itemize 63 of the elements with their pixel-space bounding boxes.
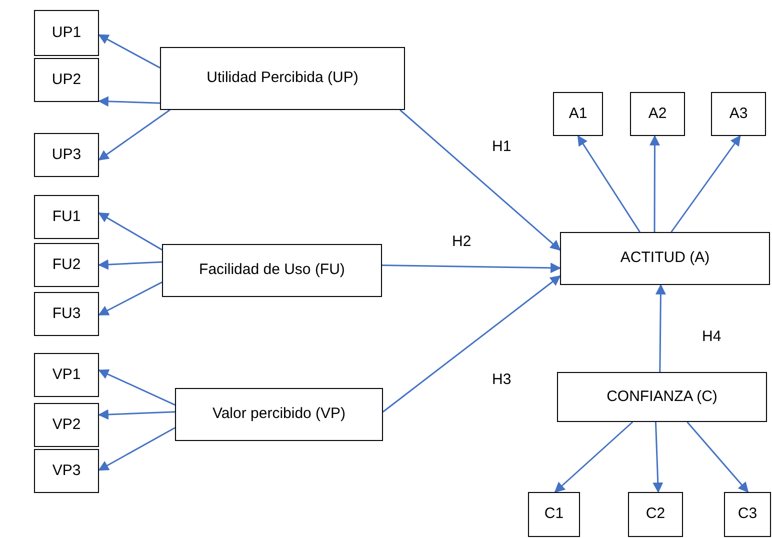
construct-box (34, 58, 99, 102)
arrow (400, 109, 561, 251)
edge-label: H1 (490, 139, 514, 154)
construct-box (560, 232, 770, 285)
arrow (98, 109, 170, 160)
node-text: FU3 (52, 304, 81, 324)
construct-box (160, 47, 405, 110)
construct-box (528, 492, 580, 537)
arrow (577, 135, 640, 232)
construct-box (628, 492, 683, 537)
arrow (686, 422, 749, 493)
construct-box (34, 195, 99, 239)
node-text: Valor percibido (VP) (212, 405, 346, 424)
node-text: VP2 (52, 416, 81, 434)
arrow (98, 259, 162, 270)
arrow (554, 421, 634, 493)
node-text: VP3 (52, 462, 81, 480)
node-text: A2 (648, 104, 667, 124)
node-text: CONFIANZA (C) (606, 388, 718, 406)
arrow (98, 34, 160, 68)
construct-box (630, 92, 685, 136)
node-text: Facilidad de Uso (FU) (199, 261, 345, 280)
arrow (382, 275, 561, 412)
arrow (98, 282, 162, 316)
arrow (670, 135, 741, 232)
edge-label: H4 (700, 329, 724, 344)
construct-box (162, 244, 382, 297)
node-text: C2 (646, 505, 666, 524)
node-text: UP3 (52, 146, 82, 164)
construct-box (34, 353, 99, 397)
node-text: FU1 (52, 208, 81, 226)
arrow (98, 212, 162, 250)
construct-box (175, 388, 383, 441)
construct-box (34, 449, 99, 493)
node-text: VP1 (52, 366, 81, 384)
node-text: FU2 (52, 256, 81, 274)
arrow (649, 134, 660, 232)
node-text: Utilidad Percibida (UP) (206, 69, 358, 88)
node-text: A1 (568, 104, 588, 124)
arrow (98, 369, 176, 406)
arrow (655, 284, 666, 372)
construct-box (34, 292, 99, 336)
construct-box (553, 92, 603, 136)
construct-box (34, 10, 99, 56)
arrow (652, 422, 664, 494)
edge-label: H2 (450, 234, 474, 249)
construct-box (724, 492, 771, 537)
construct-box (557, 372, 767, 422)
construct-box (34, 403, 99, 447)
node-text: UP1 (52, 24, 82, 42)
construct-box (34, 133, 99, 177)
node-text: C3 (738, 505, 758, 524)
node-text: A3 (729, 104, 748, 124)
construct-box (34, 243, 99, 287)
node-text: ACTITUD (A) (620, 249, 710, 268)
arrow (382, 262, 562, 274)
arrow (98, 409, 176, 420)
construct-box (711, 92, 766, 136)
arrow (98, 427, 176, 471)
node-text: C1 (544, 505, 564, 524)
arrow (98, 96, 160, 107)
node-text: UP2 (52, 70, 82, 90)
edge-label: H3 (490, 372, 514, 387)
